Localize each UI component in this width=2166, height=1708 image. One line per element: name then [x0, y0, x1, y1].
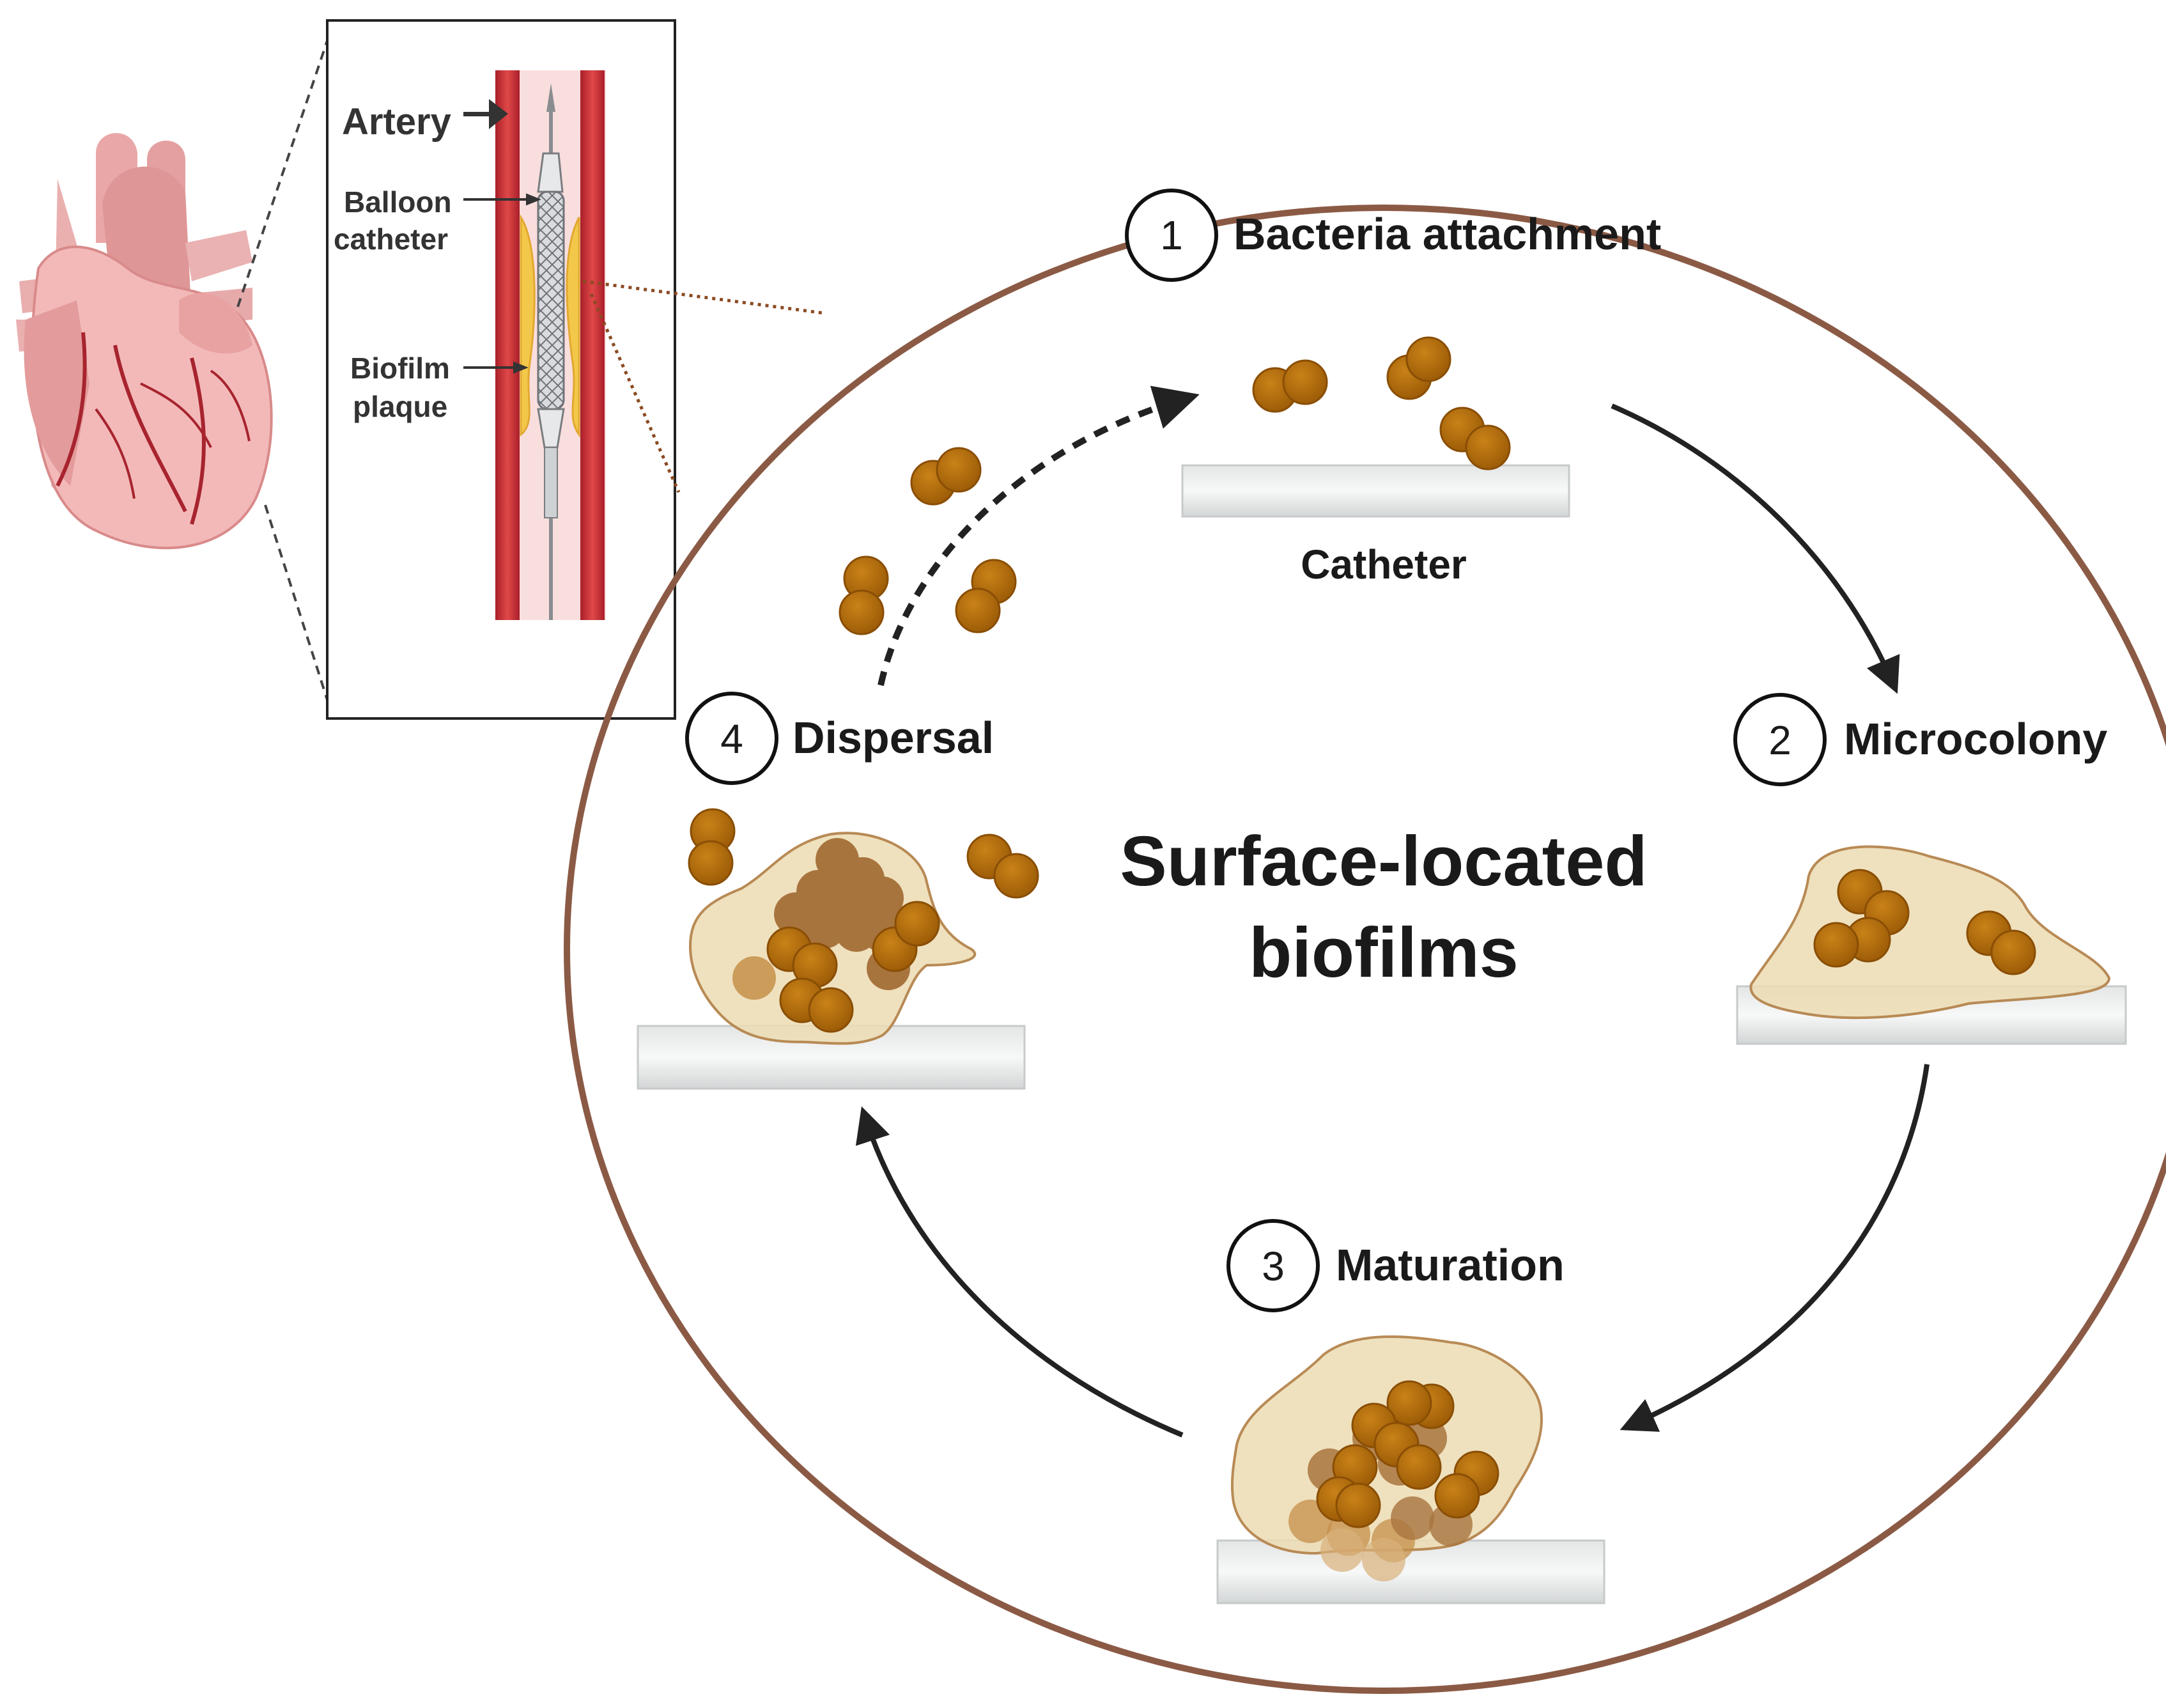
biofilm-plaque-left [520, 214, 536, 437]
bacteria-cluster [1288, 1380, 1499, 1581]
step-1-number-badge [1125, 189, 1218, 282]
step-4-label: Dispersal [793, 713, 994, 763]
biofilm-label-line1: Biofilm [350, 352, 450, 385]
step-2-number-badge [1733, 693, 1827, 786]
catheter-surface [1181, 464, 1570, 518]
step-2-number: 2 [1768, 717, 1791, 763]
cycle-ring [564, 205, 2166, 1694]
balloon-label-line1: Balloon [344, 185, 452, 219]
step-1-label: Bacteria attachment [1234, 209, 1661, 259]
step-3-label: Maturation [1336, 1240, 1565, 1290]
artery-label: Artery [342, 101, 451, 143]
cycle-arrow-1-to-2 [1611, 403, 1900, 694]
center-title-line2: biofilms [1249, 913, 1519, 992]
artery-pointer-icon [463, 99, 508, 129]
step-1-number: 1 [1160, 212, 1183, 258]
artery-inset: Artery Balloon catheter Biofilm plaque [326, 19, 676, 720]
zoom-guides [236, 25, 334, 717]
center-title-line1: Surface-located [1120, 822, 1647, 901]
step-1: 1 Bacteria attachment Catheter [1125, 189, 1661, 587]
bacteria-cluster [1252, 336, 1511, 470]
step-3-number-badge [1226, 1219, 1320, 1312]
catheter-label: Catheter [1301, 541, 1467, 587]
cycle-arrows [855, 385, 1930, 1438]
dispersal-arrow [878, 385, 1200, 687]
step-2: 2 Microcolony [1733, 693, 2127, 1045]
step-4-number: 4 [720, 716, 743, 762]
step-3: 3 Maturation [1216, 1219, 1605, 1604]
balloon-catheter [537, 83, 565, 620]
step-4: 4 Dispersal [637, 692, 1039, 1090]
bacteria-cluster [688, 808, 1039, 1033]
biofilm-matrix [1749, 845, 2111, 1020]
step-2-label: Microcolony [1844, 714, 2107, 764]
dispersed-bacteria [839, 447, 1017, 635]
bacteria-cluster [1813, 869, 2036, 975]
step-4-number-badge [685, 692, 778, 785]
inset-connector [582, 279, 825, 493]
biofilm-label-line2: plaque [353, 390, 447, 423]
cycle-arrow-3-to-4 [855, 1106, 1184, 1438]
step-3-number: 3 [1262, 1243, 1285, 1289]
heart-illustration [16, 133, 273, 550]
biofilm-plaque-right [566, 217, 580, 438]
cycle-arrow-2-to-3 [1620, 1064, 1930, 1432]
balloon-label-line2: catheter [334, 222, 448, 256]
